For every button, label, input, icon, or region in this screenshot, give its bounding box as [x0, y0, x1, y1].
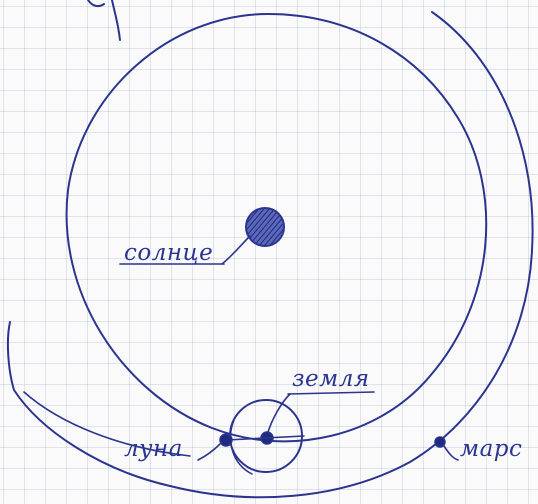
- earth-label-underline: [288, 392, 374, 394]
- sun-leader-line: [222, 236, 250, 264]
- sun-label: солнце: [124, 240, 213, 266]
- earth-label: земля: [292, 366, 370, 392]
- moon-orbit-overlap: [231, 420, 252, 474]
- sun: [246, 208, 284, 246]
- stray-stroke: [88, 0, 120, 40]
- moon: [220, 434, 232, 446]
- mars-label: марс: [460, 436, 522, 462]
- mars-leader-line: [444, 446, 458, 460]
- moon-label: луна: [124, 436, 183, 462]
- moon-leader-line: [198, 444, 220, 460]
